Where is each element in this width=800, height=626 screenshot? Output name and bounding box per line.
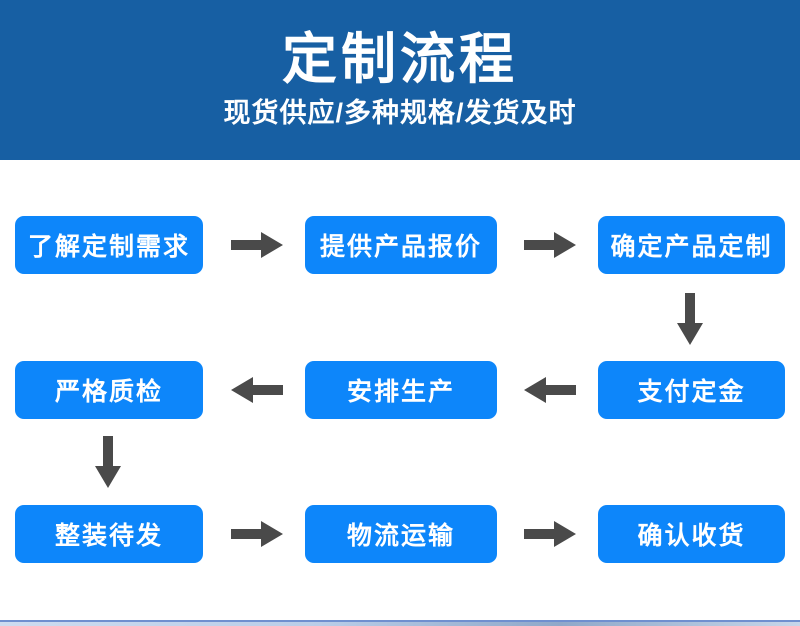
flow-node-label: 物流运输 bbox=[346, 522, 455, 550]
flow-node-label: 安排生产 bbox=[346, 378, 455, 406]
arrow-right-icon bbox=[231, 521, 283, 547]
process-flow-diagram: 了解定制需求 提供产品报价 确定产品定制 支付定金 安排生产 bbox=[0, 160, 800, 620]
next-section-sliver bbox=[0, 622, 800, 626]
flow-node-step-1[interactable]: 了解定制需求 bbox=[15, 216, 203, 274]
arrow-right-icon bbox=[231, 232, 283, 258]
flow-node-label: 确认收货 bbox=[637, 522, 746, 550]
arrow-left-icon bbox=[231, 377, 283, 403]
page-subtitle: 现货供应/多种规格/发货及时 bbox=[223, 98, 577, 129]
flow-node-step-3[interactable]: 确定产品定制 bbox=[598, 216, 785, 274]
flow-node-step-5[interactable]: 安排生产 bbox=[305, 361, 497, 419]
flow-node-step-4[interactable]: 支付定金 bbox=[598, 361, 785, 419]
section-divider bbox=[0, 620, 800, 622]
page-header-banner: 定制流程 现货供应/多种规格/发货及时 bbox=[0, 0, 800, 160]
page-title: 定制流程 bbox=[281, 28, 518, 91]
flow-node-label: 了解定制需求 bbox=[27, 233, 190, 261]
arrow-right-icon bbox=[524, 232, 576, 258]
flow-node-step-8[interactable]: 物流运输 bbox=[305, 505, 497, 563]
flow-node-label: 整装待发 bbox=[54, 522, 163, 550]
flow-node-step-6[interactable]: 严格质检 bbox=[15, 361, 203, 419]
arrow-down-icon bbox=[95, 436, 121, 488]
flow-node-label: 严格质检 bbox=[54, 378, 163, 406]
flow-node-step-7[interactable]: 整装待发 bbox=[15, 505, 203, 563]
flow-node-step-9[interactable]: 确认收货 bbox=[598, 505, 785, 563]
arrow-left-icon bbox=[524, 377, 576, 403]
flow-node-step-2[interactable]: 提供产品报价 bbox=[305, 216, 497, 274]
flow-node-label: 支付定金 bbox=[637, 378, 746, 406]
arrow-right-icon bbox=[524, 521, 576, 547]
flow-node-label: 确定产品定制 bbox=[610, 233, 773, 261]
flow-node-label: 提供产品报价 bbox=[319, 233, 482, 261]
arrow-down-icon bbox=[677, 293, 703, 345]
